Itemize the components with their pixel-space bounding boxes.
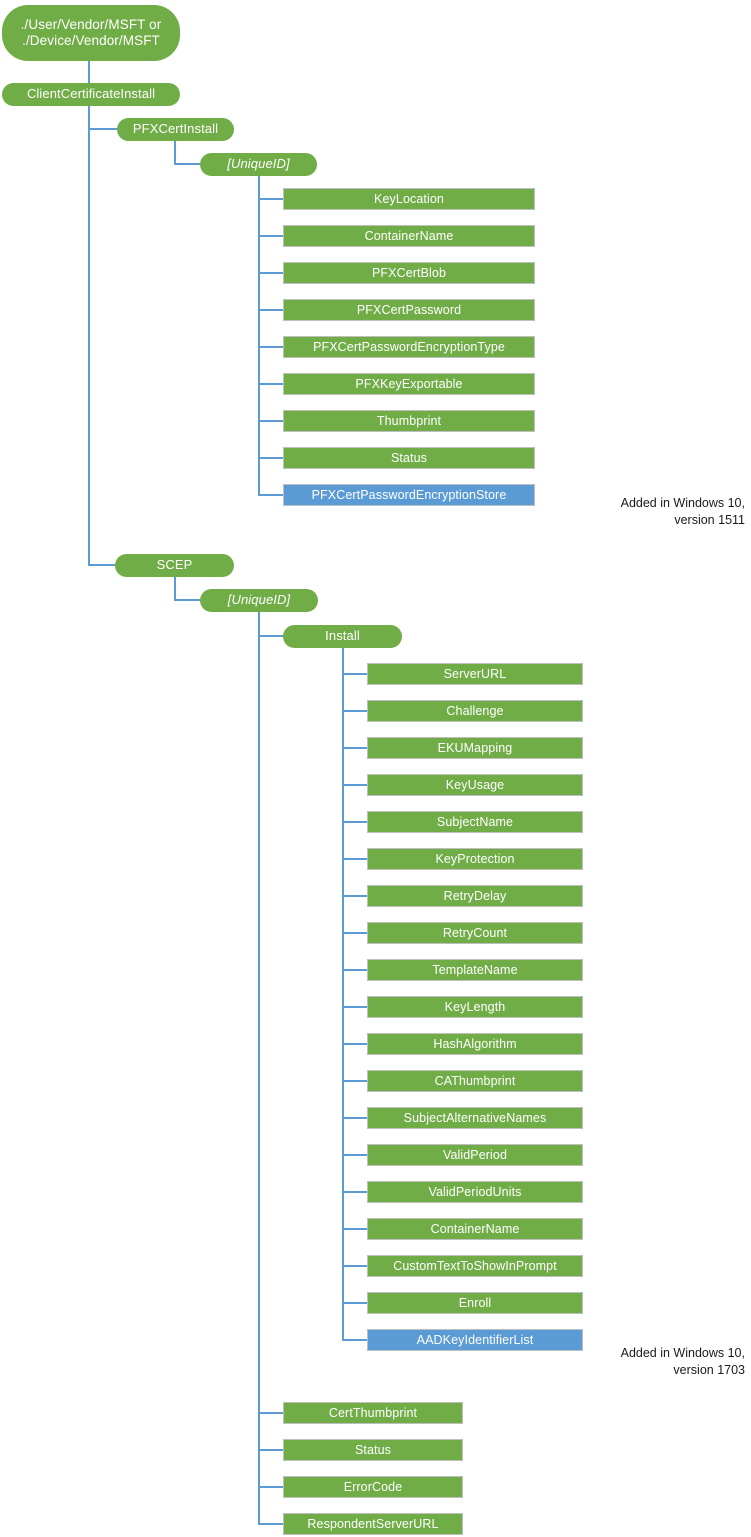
connector-line bbox=[258, 346, 283, 348]
connector-line bbox=[88, 106, 90, 565]
node-scep-uid-leaf-3[interactable]: RespondentServerURL bbox=[283, 1513, 463, 1535]
connector-line bbox=[258, 383, 283, 385]
node-scep-install-leaf-6[interactable]: RetryDelay bbox=[367, 885, 583, 907]
connector-line bbox=[258, 235, 283, 237]
node-scep-install-leaf-4[interactable]: SubjectName bbox=[367, 811, 583, 833]
node-scep-install[interactable]: Install bbox=[283, 625, 402, 648]
connector-line bbox=[88, 128, 117, 130]
node-pfx-leaf-0[interactable]: KeyLocation bbox=[283, 188, 535, 210]
node-scep-install-leaf-7[interactable]: RetryCount bbox=[367, 922, 583, 944]
connector-line bbox=[258, 1523, 283, 1525]
connector-line bbox=[174, 163, 200, 165]
connector-line bbox=[258, 635, 283, 637]
node-scep-install-leaf-10[interactable]: HashAlgorithm bbox=[367, 1033, 583, 1055]
node-scep-uid-leaf-2[interactable]: ErrorCode bbox=[283, 1476, 463, 1498]
connector-line bbox=[174, 577, 176, 599]
node-scep-install-leaf-17[interactable]: Enroll bbox=[367, 1292, 583, 1314]
connector-line bbox=[342, 673, 367, 675]
connector-line bbox=[342, 1006, 367, 1008]
annotation-windows10-1511: Added in Windows 10, version 1511 bbox=[620, 496, 745, 527]
connector-line bbox=[258, 494, 283, 496]
connector-line bbox=[342, 1191, 367, 1193]
connector-line bbox=[342, 648, 344, 1340]
node-scep-uid-leaf-0[interactable]: CertThumbprint bbox=[283, 1402, 463, 1424]
connector-line bbox=[258, 420, 283, 422]
node-pfxcertinstall-uniqueid[interactable]: [UniqueID] bbox=[200, 153, 317, 176]
connector-line bbox=[342, 1080, 367, 1082]
connector-line bbox=[258, 176, 260, 495]
node-scep-uid-leaf-1[interactable]: Status bbox=[283, 1439, 463, 1461]
connector-line bbox=[342, 1265, 367, 1267]
connector-line bbox=[258, 309, 283, 311]
node-scep-install-leaf-0[interactable]: ServerURL bbox=[367, 663, 583, 685]
node-scep-install-leaf-12[interactable]: SubjectAlternativeNames bbox=[367, 1107, 583, 1129]
connector-line bbox=[342, 710, 367, 712]
node-scep-install-leaf-11[interactable]: CAThumbprint bbox=[367, 1070, 583, 1092]
connector-line bbox=[258, 457, 283, 459]
connector-line bbox=[342, 1117, 367, 1119]
annotation-windows10-1703: Added in Windows 10, version 1703 bbox=[620, 1346, 745, 1377]
connector-line bbox=[342, 784, 367, 786]
node-pfx-leaf-4[interactable]: PFXCertPasswordEncryptionType bbox=[283, 336, 535, 358]
node-scep-install-leaf-8[interactable]: TemplateName bbox=[367, 959, 583, 981]
node-scep-install-leaf-5[interactable]: KeyProtection bbox=[367, 848, 583, 870]
node-scep-install-leaf-13[interactable]: ValidPeriod bbox=[367, 1144, 583, 1166]
connector-line bbox=[258, 272, 283, 274]
node-root[interactable]: ./User/Vendor/MSFT or ./Device/Vendor/MS… bbox=[2, 5, 180, 61]
node-scep-install-leaf-15[interactable]: ContainerName bbox=[367, 1218, 583, 1240]
connector-line bbox=[342, 1043, 367, 1045]
connector-line bbox=[342, 747, 367, 749]
connector-line bbox=[342, 1154, 367, 1156]
node-scep-install-leaf-2[interactable]: EKUMapping bbox=[367, 737, 583, 759]
node-pfx-leaf-3[interactable]: PFXCertPassword bbox=[283, 299, 535, 321]
connector-line bbox=[342, 1302, 367, 1304]
connector-line bbox=[258, 1486, 283, 1488]
node-pfxcertinstall[interactable]: PFXCertInstall bbox=[117, 118, 234, 141]
connector-line bbox=[342, 1228, 367, 1230]
node-scep-install-leaf-14[interactable]: ValidPeriodUnits bbox=[367, 1181, 583, 1203]
node-scep-install-leaf-18[interactable]: AADKeyIdentifierList bbox=[367, 1329, 583, 1351]
connector-line bbox=[342, 858, 367, 860]
connector-line bbox=[342, 821, 367, 823]
connector-line bbox=[258, 612, 260, 1524]
connector-line bbox=[174, 599, 200, 601]
node-pfx-leaf-5[interactable]: PFXKeyExportable bbox=[283, 373, 535, 395]
node-clientcertificateinstall[interactable]: ClientCertificateInstall bbox=[2, 83, 180, 106]
node-scep-install-leaf-16[interactable]: CustomTextToShowInPrompt bbox=[367, 1255, 583, 1277]
connector-line bbox=[174, 141, 176, 163]
connector-line bbox=[258, 1412, 283, 1414]
connector-line bbox=[342, 895, 367, 897]
connector-line bbox=[258, 1449, 283, 1451]
node-pfx-leaf-7[interactable]: Status bbox=[283, 447, 535, 469]
connector-line bbox=[342, 932, 367, 934]
connector-line bbox=[88, 61, 90, 83]
node-pfx-leaf-1[interactable]: ContainerName bbox=[283, 225, 535, 247]
node-pfx-leaf-8[interactable]: PFXCertPasswordEncryptionStore bbox=[283, 484, 535, 506]
connector-line bbox=[342, 969, 367, 971]
node-scep-uniqueid[interactable]: [UniqueID] bbox=[200, 589, 318, 612]
node-pfx-leaf-6[interactable]: Thumbprint bbox=[283, 410, 535, 432]
node-scep-install-leaf-9[interactable]: KeyLength bbox=[367, 996, 583, 1018]
node-scep[interactable]: SCEP bbox=[115, 554, 234, 577]
node-scep-install-leaf-3[interactable]: KeyUsage bbox=[367, 774, 583, 796]
node-pfx-leaf-2[interactable]: PFXCertBlob bbox=[283, 262, 535, 284]
connector-line bbox=[88, 564, 115, 566]
connector-line bbox=[258, 198, 283, 200]
node-scep-install-leaf-1[interactable]: Challenge bbox=[367, 700, 583, 722]
connector-line bbox=[342, 1339, 367, 1341]
